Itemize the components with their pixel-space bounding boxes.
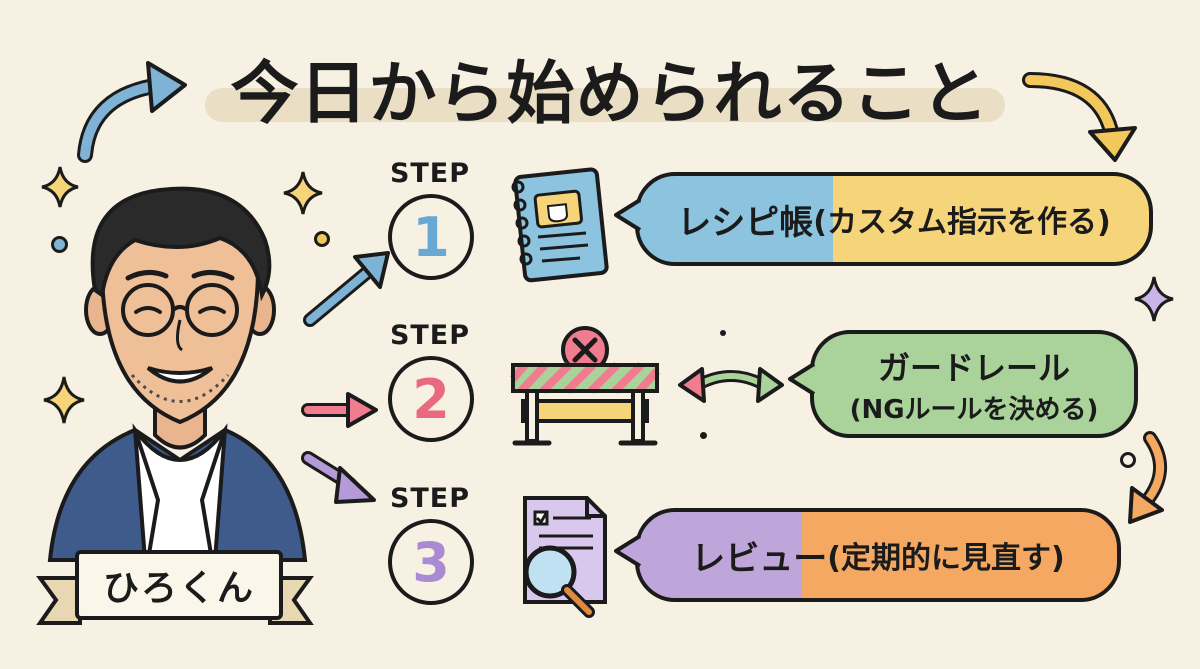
- step-2-bubble: ガードレール (NGルールを決める): [810, 330, 1138, 438]
- step-3-title: レビュー: [691, 538, 828, 579]
- arrow-icon: [303, 251, 390, 327]
- dot-icon: [700, 432, 707, 439]
- notebook-icon: [511, 167, 609, 283]
- person-illustration: [47, 186, 308, 562]
- sparkle-icon: [43, 376, 85, 424]
- step-3-detail: (定期的に見直す): [827, 541, 1065, 576]
- step-3-number: 3: [388, 519, 474, 605]
- step-3-bubble: レビュー (定期的に見直す): [635, 508, 1121, 602]
- step-3-label: STEP: [389, 483, 471, 514]
- arrow-icon: [301, 451, 376, 504]
- arrow-icon: [301, 392, 378, 428]
- step-2-title: ガードレール: [877, 348, 1070, 387]
- bubble-tail: [614, 534, 642, 568]
- double-arrow-icon: [678, 367, 784, 403]
- bubble-tail: [788, 362, 816, 396]
- curved-arrow-icon: [77, 61, 187, 163]
- curved-arrow-icon: [1022, 72, 1137, 162]
- page-title: 今日から始められること: [230, 55, 990, 134]
- step-2-label: STEP: [389, 320, 471, 351]
- sparkle-icon: [283, 171, 323, 215]
- sparkle-icon: [1134, 276, 1174, 322]
- name-plate: ひろくん: [75, 550, 283, 620]
- step-1-title: レシピ帳: [677, 202, 814, 243]
- title-highlight: [205, 88, 1005, 122]
- step-1-number: 1: [388, 194, 474, 280]
- step-2-detail: (NGルールを決める): [849, 394, 1099, 425]
- step-1-label: STEP: [389, 158, 471, 189]
- step-2-number: 2: [388, 356, 474, 442]
- step-1-detail: (カスタム指示を作る): [813, 205, 1111, 240]
- dot-icon: [314, 231, 330, 247]
- sparkle-icon: [41, 166, 79, 208]
- dot-icon: [720, 330, 726, 336]
- curved-arrow-icon: [1128, 431, 1168, 524]
- title-area: 今日から始められること: [195, 30, 1025, 134]
- bubble-tail: [614, 198, 642, 232]
- dot-icon: [1120, 452, 1136, 468]
- magnifier-document-icon: [523, 496, 607, 618]
- step-1-bubble: レシピ帳 (カスタム指示を作る): [635, 172, 1153, 266]
- barrier-icon: [509, 326, 660, 446]
- dot-icon: [51, 236, 68, 253]
